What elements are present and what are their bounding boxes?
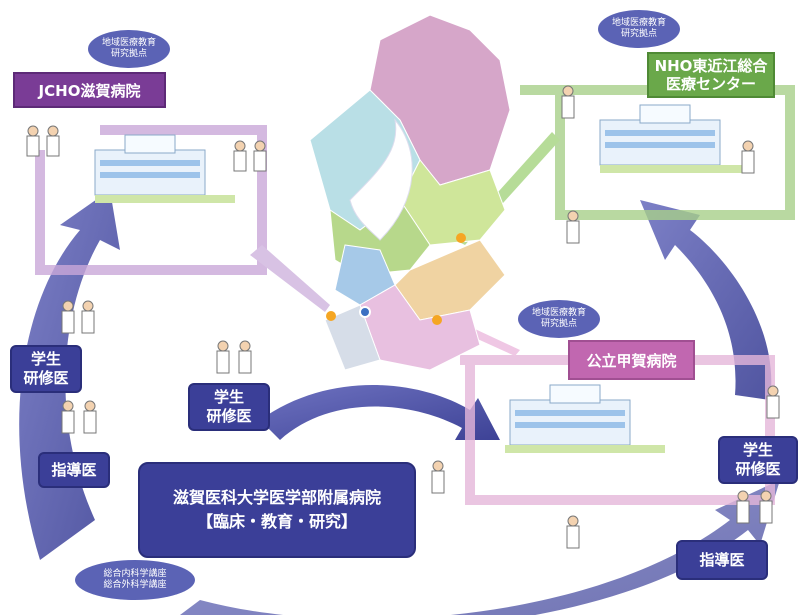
shiga-map — [309, 14, 511, 371]
university-line1: 滋賀医科大学医学部附属病院 — [172, 488, 381, 507]
bubble-koka-research: 地域医療教育 研究拠点 — [518, 300, 600, 338]
koka-hospital-label: 公立甲賀病院 — [568, 340, 695, 380]
bubble-line1: 地域医療教育 — [101, 38, 156, 48]
building-koka-icon — [505, 384, 665, 453]
link-jcho — [250, 245, 330, 312]
role-line1: 学生 — [30, 350, 61, 368]
role-line2: 研修医 — [23, 369, 69, 387]
bubble-departments: 総合内科学講座 総合外科学講座 — [75, 560, 195, 600]
role-line1: 学生 — [213, 388, 244, 406]
bubble-jcho-research: 地域医療教育 研究拠点 — [88, 30, 170, 68]
map-marker-nho — [456, 233, 466, 243]
role-line2: 研修医 — [206, 407, 252, 425]
cycle-arrow-right — [640, 200, 772, 400]
flow-arrow-center — [260, 385, 500, 440]
doctor-figures-icon — [26, 85, 780, 549]
bubble-line1: 地域医療教育 — [611, 18, 666, 28]
right-instructor-label: 指導医 — [676, 540, 768, 580]
jcho-hospital-label: JCHO滋賀病院 — [13, 72, 166, 108]
university-hospital-label: 滋賀医科大学医学部附属病院 【臨床・教育・研究】 — [138, 462, 416, 558]
cycle-arrow-bottom — [180, 480, 780, 615]
left-instructor-label: 指導医 — [38, 452, 110, 488]
bubble-line2: 研究拠点 — [110, 49, 147, 59]
bubble-line2: 総合外科学講座 — [103, 580, 167, 590]
nho-name-line1: NHO東近江総合 — [654, 57, 768, 75]
map-marker-koka — [432, 315, 442, 325]
role-line2: 研修医 — [735, 460, 781, 478]
university-line2: 【臨床・教育・研究】 — [196, 512, 357, 531]
koka-name: 公立甲賀病院 — [586, 351, 677, 370]
jcho-loop — [35, 125, 267, 275]
jcho-name: JCHO滋賀病院 — [38, 81, 141, 100]
bubble-line2: 研究拠点 — [620, 29, 657, 39]
bubble-line1: 地域医療教育 — [531, 308, 586, 318]
nho-name-line2: 医療センター — [665, 75, 756, 93]
bubble-nho-research: 地域医療教育 研究拠点 — [598, 10, 680, 48]
right-students-label: 学生 研修医 — [718, 436, 798, 484]
building-nho-icon — [599, 104, 750, 173]
bubble-line2: 研究拠点 — [540, 319, 577, 329]
bubble-line1: 総合内科学講座 — [103, 569, 167, 579]
center-students-label: 学生 研修医 — [188, 383, 270, 431]
left-students-label: 学生 研修医 — [10, 345, 82, 393]
role-line1: 学生 — [742, 441, 773, 459]
map-marker-university — [359, 306, 371, 318]
nho-hospital-label: NHO東近江総合 医療センター — [647, 52, 775, 98]
role-text: 指導医 — [51, 460, 97, 479]
map-marker-jcho — [326, 311, 336, 321]
building-jcho-icon — [94, 134, 235, 203]
role-text: 指導医 — [699, 550, 745, 569]
